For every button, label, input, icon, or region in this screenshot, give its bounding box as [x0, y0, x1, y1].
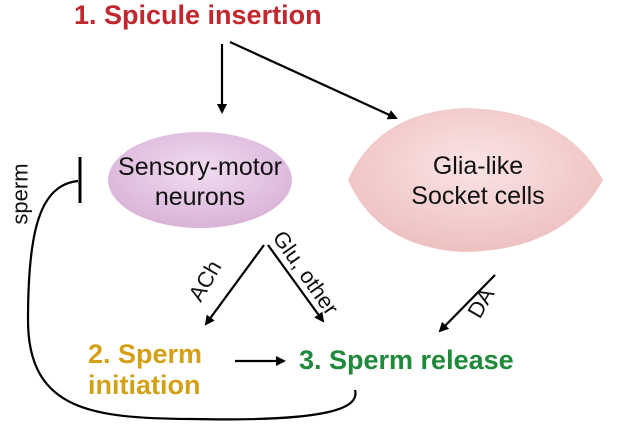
sensory-line1: Sensory-motor	[118, 153, 282, 181]
socket-cells-node	[348, 108, 603, 252]
socket-line1: Glia-like	[432, 152, 524, 180]
spicule-to-socket-arrow	[229, 40, 398, 120]
sensory-motor-neurons-node	[108, 132, 292, 228]
step-sperm-release: 3. Sperm release	[299, 345, 514, 375]
socket-cells-label: Glia-like Socket cells	[378, 152, 578, 211]
ach-arrow	[204, 244, 265, 326]
sensory-line2: neurons	[154, 182, 246, 211]
step-sperm-initiation: 2. Sperm initiation	[88, 339, 202, 401]
step-sperm-initiation-line2: initiation	[88, 370, 201, 401]
step-sperm-initiation-line1: 2. Sperm	[88, 339, 203, 369]
sperm-label: sperm	[7, 163, 33, 225]
sensory-motor-neurons-label: Sensory-motor neurons	[108, 153, 292, 212]
glu-other-arrow	[267, 244, 325, 323]
sperm-feedback-curve	[26, 179, 357, 421]
socket-line2: Socket cells	[411, 181, 545, 210]
step-spicule-insertion: 1. Spicule insertion	[74, 0, 322, 30]
da-arrow	[438, 274, 496, 333]
